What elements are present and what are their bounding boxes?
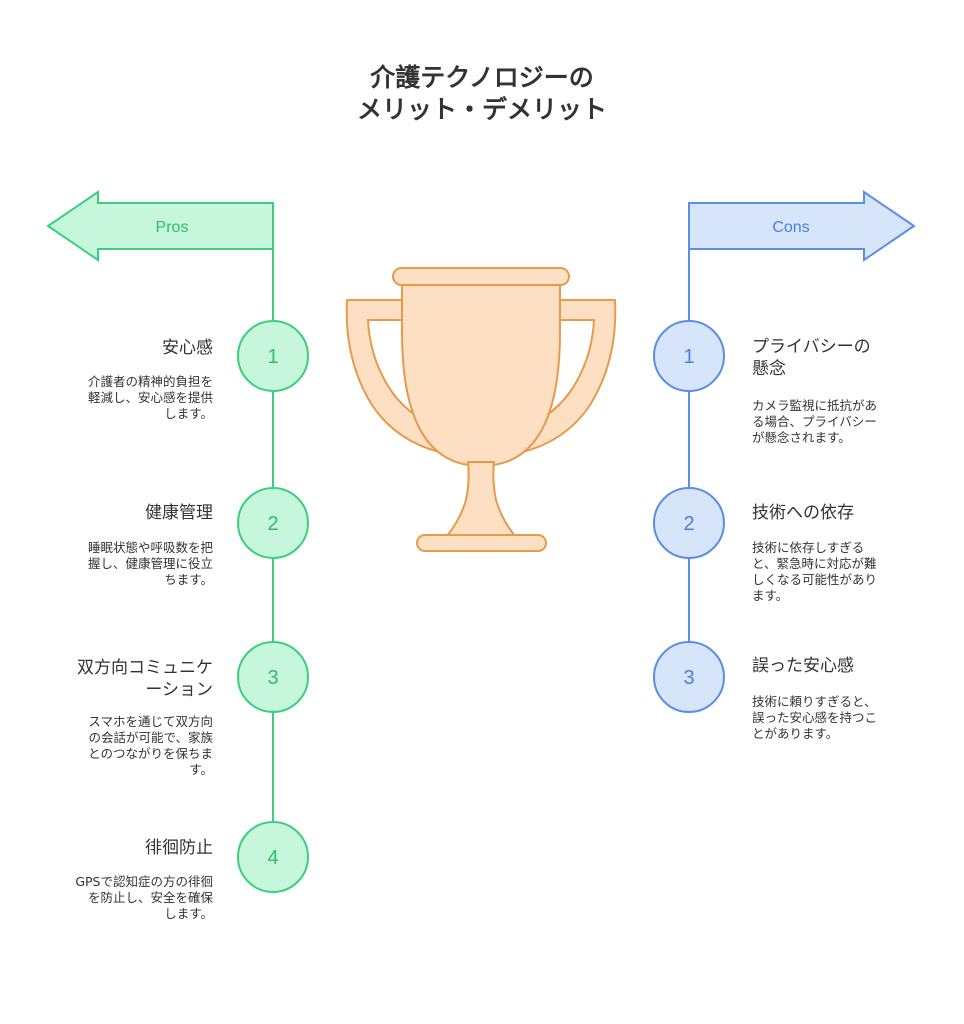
pros-item-3-desc-line: とのつながりを保ちま [88,746,213,761]
cons-item-2-desc-line: 技術に依存しすぎる [752,540,865,555]
pros-item-2-heading: 健康管理 [145,503,213,523]
cons-item-2-desc-line: と、緊急時に対応が難 [752,556,877,571]
pros-item-2-desc-line: 睡眠状態や呼吸数を把 [87,540,213,555]
cons-item-1-desc-line: る場合、プライバシー [752,414,877,429]
pros-item-3-heading-line: ーション [145,680,213,700]
pros-item-4-desc-line: GPSで認知症の方の徘徊 [75,874,213,889]
cons-item-1-heading: プライバシーの 懸念 [752,336,922,380]
cons-step-3-number: 3 [683,667,694,689]
title-line-2: メリット・デメリット [356,95,607,124]
pros-step-4-circle: 4 [237,821,309,893]
cons-step-1-circle: 1 [653,320,725,392]
cons-banner-label: Cons [772,219,809,236]
cons-item-3-description: 技術に頼りすぎると、 誤った安心感を持つこ とがあります。 [752,694,922,742]
pros-item-3-desc-line: の会話が可能で、家族 [88,730,213,745]
pros-step-2-circle: 2 [237,487,309,559]
cons-item-1-desc-line: が懸念されます。 [752,430,851,445]
pros-item-3-description: スマホを通じて双方向 の会話が可能で、家族 とのつながりを保ちま す。 [50,714,213,778]
title-line-1: 介護テクノロジーの [370,63,594,92]
cons-step-1-number: 1 [683,346,694,368]
pros-item-3-desc-line: す。 [189,762,213,777]
pros-step-3-circle: 3 [237,641,309,713]
pros-step-3-number: 3 [267,667,278,689]
pros-item-3-desc-line: スマホを通じて双方向 [88,714,213,729]
pros-banner-arrow [46,190,274,262]
pros-item-3-heading: 双方向コミュニケ ーション [40,657,213,701]
pros-item-4-desc-line: を防止し、安全を確保 [87,890,213,905]
cons-item-1-heading-line: プライバシーの [752,337,871,357]
cons-item-2-heading: 技術への依存 [752,503,854,523]
cons-step-2-number: 2 [683,513,694,535]
cons-banner-arrow [688,190,916,262]
trophy-icon [345,267,617,552]
cons-step-3-circle: 3 [653,641,725,713]
pros-step-2-number: 2 [267,513,278,535]
pros-item-1-desc-line: 軽減し、安心感を提供 [87,390,213,405]
cons-item-1-desc-line: カメラ監視に抵抗があ [752,398,878,413]
pros-item-4-heading: 徘徊防止 [145,838,213,858]
pros-item-1-heading: 安心感 [162,338,213,358]
pros-item-1-description: 介護者の精神的負担を 軽減し、安心感を提供 します。 [50,374,213,422]
pros-item-4-description: GPSで認知症の方の徘徊 を防止し、安全を確保 します。 [36,874,213,922]
cons-item-3-desc-line: とがあります。 [752,726,839,741]
pros-step-4-number: 4 [267,847,278,869]
pros-step-1-circle: 1 [237,320,309,392]
cons-item-2-desc-line: しくなる可能性があり [752,572,878,587]
cons-item-3-heading: 誤った安心感 [752,656,854,676]
pros-item-1-desc-line: します。 [164,406,213,421]
pros-item-3-heading-line: 双方向コミュニケ [77,658,213,678]
cons-item-3-desc-line: 誤った安心感を持つこ [752,710,878,725]
pros-banner-label: Pros [156,219,189,236]
cons-step-2-circle: 2 [653,487,725,559]
pros-item-2-desc-line: 握し、健康管理に役立 [87,556,213,571]
pros-item-2-desc-line: ちます。 [164,572,213,587]
diagram-title: 介護テクノロジーの メリット・デメリット [0,62,964,126]
cons-item-1-heading-line: 懸念 [752,359,786,379]
pros-item-2-description: 睡眠状態や呼吸数を把 握し、健康管理に役立 ちます。 [50,540,213,588]
pros-item-1-desc-line: 介護者の精神的負担を [87,374,213,389]
pros-step-1-number: 1 [267,346,278,368]
pros-item-4-desc-line: します。 [164,906,213,921]
cons-item-3-desc-line: 技術に頼りすぎると、 [752,694,877,709]
cons-item-2-description: 技術に依存しすぎる と、緊急時に対応が難 しくなる可能性があり ます。 [752,540,922,604]
cons-item-1-description: カメラ監視に抵抗があ る場合、プライバシー が懸念されます。 [752,398,922,446]
cons-item-2-desc-line: ます。 [752,588,789,603]
